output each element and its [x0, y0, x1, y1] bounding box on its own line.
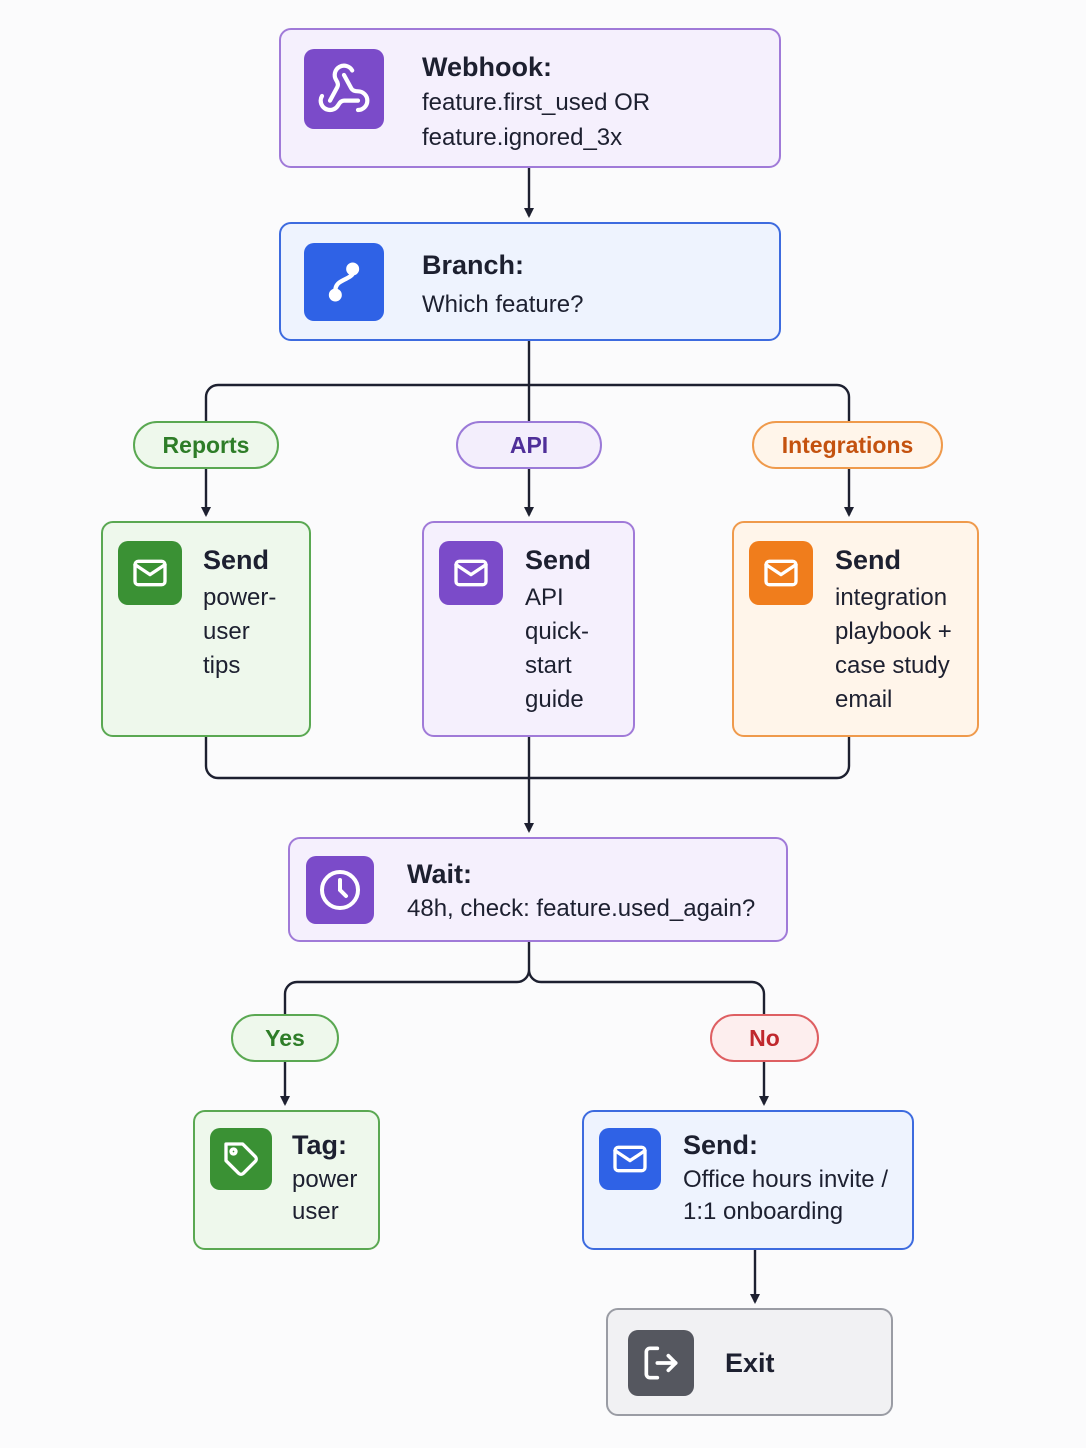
- send-integrations-node[interactable]: Send integration playbook + case study e…: [732, 521, 979, 737]
- exit-title: Exit: [725, 1348, 775, 1378]
- label-reports: Reports: [133, 421, 279, 469]
- tag-line-2: user: [292, 1198, 339, 1225]
- send-reports-title: Send: [203, 545, 270, 575]
- send-office-hours-line-1: Office hours invite /: [683, 1166, 888, 1193]
- webhook-line-2: feature.ignored_3x: [422, 124, 623, 151]
- mail-icon: [439, 541, 503, 605]
- label-no: No: [710, 1014, 819, 1062]
- clock-icon: [306, 856, 374, 924]
- webhook-title: Webhook:: [422, 52, 552, 82]
- wait-condition: 48h, check: feature.used_again?: [407, 895, 756, 922]
- mail-icon: [118, 541, 182, 605]
- branch-icon: [304, 243, 384, 321]
- send-integrations-line-1: integration: [835, 584, 948, 611]
- send-office-hours-title: Send:: [683, 1130, 759, 1160]
- send-integrations-title: Send: [835, 545, 902, 575]
- edge-branch-split: [204, 341, 851, 421]
- send-reports-line-2: user: [203, 618, 250, 645]
- exit-icon: [628, 1330, 694, 1396]
- send-api-line-2: quick-: [525, 618, 590, 645]
- send-integrations-line-2: playbook +: [835, 618, 952, 645]
- send-api-line-3: start: [525, 652, 572, 679]
- webhook-node[interactable]: Webhook: feature.first_used OR feature.i…: [279, 28, 781, 168]
- edge-wait-split: [283, 942, 766, 1014]
- webhook-icon: [304, 49, 384, 129]
- branch-title: Branch:: [422, 250, 525, 280]
- tag-title: Tag:: [292, 1130, 347, 1160]
- send-api-node[interactable]: Send API quick- start guide: [422, 521, 635, 737]
- send-integrations-line-4: email: [835, 686, 893, 713]
- send-reports-node[interactable]: Send power- user tips: [101, 521, 311, 737]
- exit-node[interactable]: Exit: [606, 1308, 893, 1416]
- label-api: API: [456, 421, 602, 469]
- label-yes: Yes: [231, 1014, 339, 1062]
- send-reports-line-1: power-: [203, 584, 277, 611]
- tag-line-1: power: [292, 1166, 358, 1193]
- send-api-line-4: guide: [525, 686, 584, 713]
- edge-merge: [204, 737, 851, 831]
- tag-node[interactable]: Tag: power user: [193, 1110, 380, 1250]
- send-integrations-line-3: case study: [835, 652, 950, 679]
- wait-node[interactable]: Wait: 48h, check: feature.used_again?: [288, 837, 788, 942]
- mail-icon: [749, 541, 813, 605]
- send-office-hours-node[interactable]: Send: Office hours invite / 1:1 onboardi…: [582, 1110, 914, 1250]
- send-office-hours-line-2: 1:1 onboarding: [683, 1198, 844, 1225]
- send-reports-line-3: tips: [203, 652, 241, 679]
- label-integrations: Integrations: [752, 421, 943, 469]
- mail-icon: [599, 1128, 661, 1190]
- webhook-line-1: feature.first_used OR: [422, 89, 651, 116]
- tag-icon: [210, 1128, 272, 1190]
- wait-title: Wait:: [407, 859, 472, 889]
- send-api-title: Send: [525, 545, 592, 575]
- send-api-line-1: API: [525, 584, 564, 611]
- branch-node[interactable]: Branch: Which feature?: [279, 222, 781, 341]
- branch-question: Which feature?: [422, 291, 584, 318]
